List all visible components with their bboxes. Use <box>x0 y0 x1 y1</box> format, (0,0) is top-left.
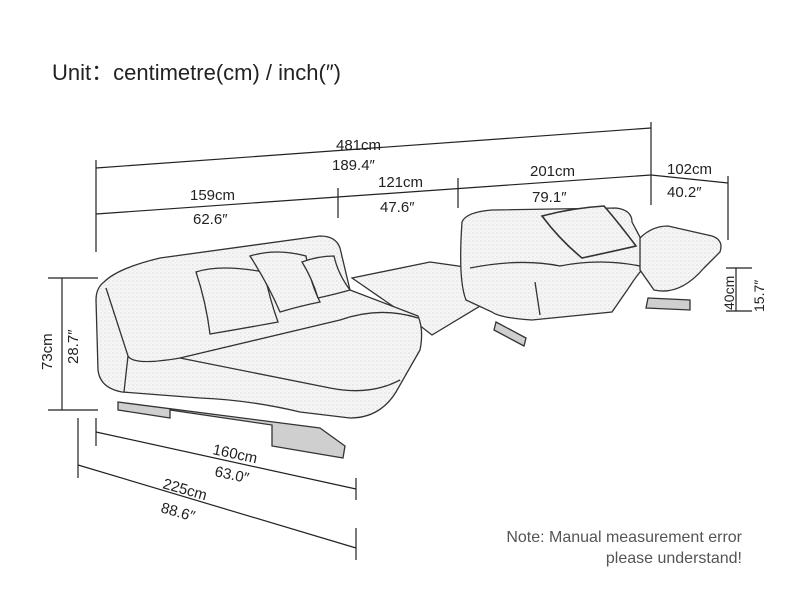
label-left-section-cm: 159cm <box>190 187 235 204</box>
left-cushion-1 <box>195 267 279 335</box>
label-seat-height-cm: 40cm <box>721 276 737 310</box>
label-total-length-cm: 481cm <box>336 137 381 154</box>
label-right-section-cm: 201cm <box>530 163 575 180</box>
label-right-section-in: 79.1″ <box>532 189 567 206</box>
label-armrest-cm: 102cm <box>667 161 712 178</box>
dim-line-depth <box>77 464 357 549</box>
label-middle-section-cm: 121cm <box>378 174 423 191</box>
label-seat-height-in: 15.7″ <box>751 280 767 312</box>
label-total-height-in: 28.7″ <box>65 329 82 364</box>
label-seat-width-in: 63.0″ <box>213 463 251 487</box>
left-cushion-3 <box>301 255 352 299</box>
label-depth-in: 88.6″ <box>159 500 198 526</box>
label-left-section-in: 62.6″ <box>193 211 228 228</box>
dim-line-armrest <box>650 174 729 184</box>
label-total-height-cm: 73cm <box>39 333 56 370</box>
unit-title: Unit：centimetre(cm) / inch(″) <box>52 60 341 85</box>
note-line-2: please understand! <box>605 550 742 567</box>
dimension-lines <box>48 122 752 560</box>
label-total-length-in: 189.4″ <box>332 157 376 174</box>
sofa-illustration <box>95 205 722 459</box>
dimension-labels: 481cm 189.4″ 159cm 62.6″ 121cm 47.6″ 201… <box>39 137 767 526</box>
note-line-1: Note: Manual measurement error <box>506 529 742 546</box>
right-cushion <box>540 205 638 259</box>
dim-line-total-length <box>95 127 652 169</box>
right-armrest <box>639 225 722 292</box>
dim-line-seat-width <box>95 431 357 490</box>
measurement-note: Note: Manual measurement error please un… <box>506 527 742 569</box>
left-cushion-2 <box>248 251 321 313</box>
label-armrest-in: 40.2″ <box>667 184 702 201</box>
dim-line-sections <box>95 174 652 215</box>
label-middle-section-in: 47.6″ <box>380 199 415 216</box>
sofa-legs <box>117 297 691 459</box>
